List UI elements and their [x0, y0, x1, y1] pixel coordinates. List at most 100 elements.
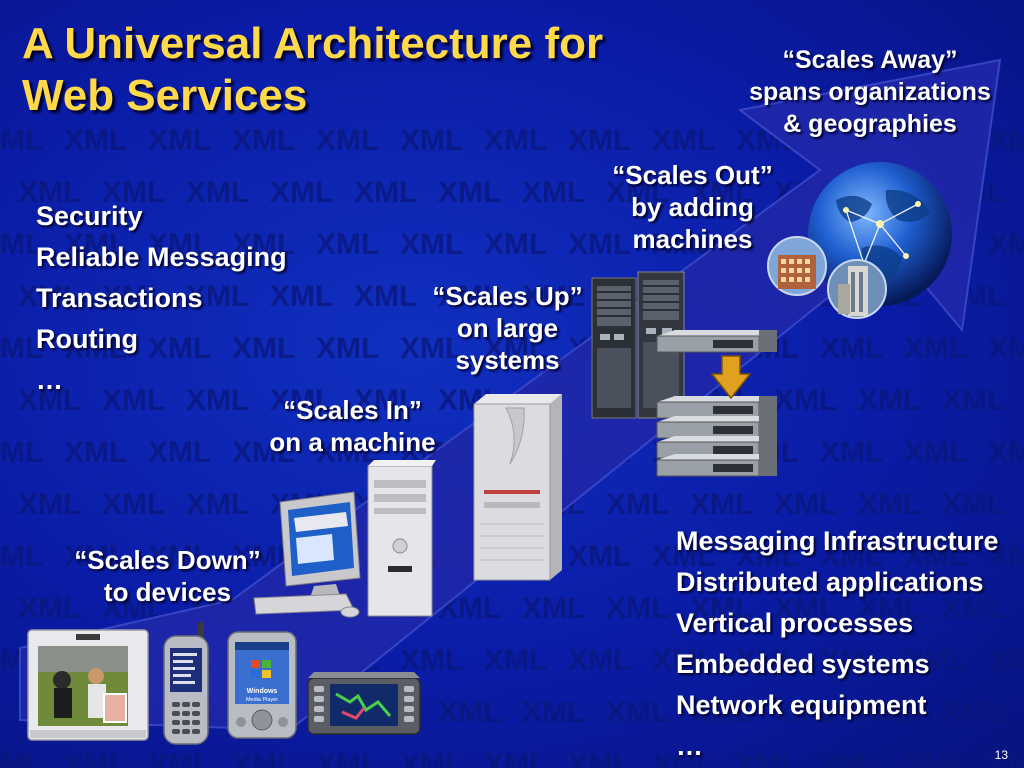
xml-watermark-word: XML: [942, 592, 1005, 625]
caption-line: “Scales Down”: [74, 545, 261, 575]
xml-watermark-word: XML: [102, 384, 165, 417]
xml-watermark-word: XML: [148, 228, 211, 261]
xml-watermark-word: XML: [148, 748, 211, 768]
xml-watermark-word: XML: [64, 124, 127, 157]
xml-watermark-word: XML: [354, 384, 417, 417]
xml-watermark-word: XML: [0, 228, 43, 261]
caption-line: “Scales Away”: [782, 46, 958, 74]
xml-watermark-word: XML: [606, 592, 669, 625]
xml-watermark-word: XML: [522, 696, 585, 729]
xml-watermark-word: XML: [988, 644, 1024, 677]
xml-watermark-word: XML: [988, 228, 1024, 261]
caption-scales-out: “Scales Out” by adding machines: [590, 159, 795, 255]
xml-watermark-word: XML: [232, 124, 295, 157]
xml-watermark-word: XML: [438, 280, 501, 313]
car-pc-icon: [307, 672, 421, 735]
xml-watermark-word: XML: [820, 644, 883, 677]
caption-scales-up: “Scales Up” on large systems: [410, 280, 605, 376]
xml-watermark-word: XML: [568, 124, 631, 157]
xml-watermark-word: XML: [232, 228, 295, 261]
application-list: Messaging Infrastructure Distributed app…: [676, 521, 999, 767]
xml-watermark-word: XML: [0, 540, 43, 573]
xml-watermark-word: XML: [102, 280, 165, 313]
xml-watermark-word: XML: [400, 748, 463, 768]
xml-watermark-word: XML: [652, 644, 715, 677]
pda-icon: Windows Media Player: [227, 631, 297, 739]
xml-watermark-word: XML: [774, 488, 837, 521]
xml-watermark-word: XML: [102, 488, 165, 521]
list-item: …: [676, 731, 703, 761]
xml-watermark-word: XML: [988, 436, 1024, 469]
xml-watermark-word: XML: [568, 644, 631, 677]
xml-watermark-word: XML: [18, 488, 81, 521]
caption-line: “Scales In”: [283, 395, 422, 425]
down-arrow-icon: [710, 355, 752, 400]
xml-watermark-word: XML: [522, 280, 585, 313]
xml-watermark-word: XML: [484, 124, 547, 157]
xml-watermark-word: XML: [988, 540, 1024, 573]
globe-icon: [808, 162, 952, 306]
xml-watermark-word: XML: [690, 488, 753, 521]
xml-watermark-word: XML: [186, 488, 249, 521]
xml-watermark-word: XML: [316, 436, 379, 469]
xml-watermark-word: XML: [652, 124, 715, 157]
xml-watermark-word: XML: [736, 540, 799, 573]
xml-watermark-word: XML: [400, 644, 463, 677]
list-item: Reliable Messaging: [36, 242, 287, 272]
desktop-pc-icon: [253, 460, 436, 618]
xml-watermark-word: XML: [64, 540, 127, 573]
xml-watermark-word: XML: [270, 280, 333, 313]
xml-watermark-word: XML: [652, 540, 715, 573]
title-line: Web Services: [22, 71, 308, 120]
caption-line: spans organizations: [749, 78, 991, 106]
list-item: Security: [36, 201, 143, 231]
xml-watermark-word: XML: [316, 332, 379, 365]
caption-line: & geographies: [783, 110, 957, 138]
list-item: …: [36, 365, 63, 395]
xml-watermark-word: XML: [484, 332, 547, 365]
caption-line: on large: [456, 313, 559, 343]
tv-icon: [27, 629, 149, 741]
xml-watermark-word: XML: [942, 384, 1005, 417]
xml-watermark-word: XML: [316, 748, 379, 768]
caption-line: systems: [455, 345, 560, 375]
xml-watermark-word: XML: [354, 176, 417, 209]
xml-watermark-word: XML: [102, 176, 165, 209]
xml-watermark-word: XML: [820, 332, 883, 365]
xml-watermark-word: XML: [858, 696, 921, 729]
caption-scales-in: “Scales In” on a machine: [250, 394, 455, 458]
xml-watermark-word: XML: [0, 748, 43, 768]
xml-watermark-word: XML: [736, 748, 799, 768]
xml-watermark-word: XML: [904, 644, 967, 677]
xml-watermark-word: XML: [18, 384, 81, 417]
caption-line: by adding: [631, 192, 754, 222]
list-item: Embedded systems: [676, 649, 930, 679]
caption-line: machines: [632, 224, 753, 254]
xml-watermark-word: XML: [942, 488, 1005, 521]
xml-watermark-word: XML: [988, 124, 1024, 157]
xml-watermark-word: XML: [988, 332, 1024, 365]
slide-number: 13: [994, 748, 1008, 762]
xml-watermark-word: XML: [0, 332, 43, 365]
xml-watermark-word: XML: [186, 280, 249, 313]
xml-watermark-word: XML: [438, 176, 501, 209]
xml-watermark-word: XML: [148, 124, 211, 157]
xml-watermark-word: XML: [904, 540, 967, 573]
xml-watermark-word: XML: [18, 280, 81, 313]
caption-line: to devices: [103, 577, 232, 607]
xml-watermark-word: XML: [774, 384, 837, 417]
xml-watermark-word: XML: [186, 176, 249, 209]
xml-watermark-word: XML: [400, 332, 463, 365]
xml-watermark-word: XML: [858, 488, 921, 521]
xml-watermark-word: XML: [690, 696, 753, 729]
rack-server-stack-icon: [656, 330, 777, 477]
feature-list: Security Reliable Messaging Transactions…: [36, 196, 287, 401]
xml-watermark-word: XML: [484, 228, 547, 261]
xml-watermark-word: XML: [690, 592, 753, 625]
xml-watermark-word: XML: [0, 124, 43, 157]
building-icon: [767, 236, 827, 296]
xml-watermark-word: XML: [270, 384, 333, 417]
xml-watermark-word: XML: [652, 748, 715, 768]
